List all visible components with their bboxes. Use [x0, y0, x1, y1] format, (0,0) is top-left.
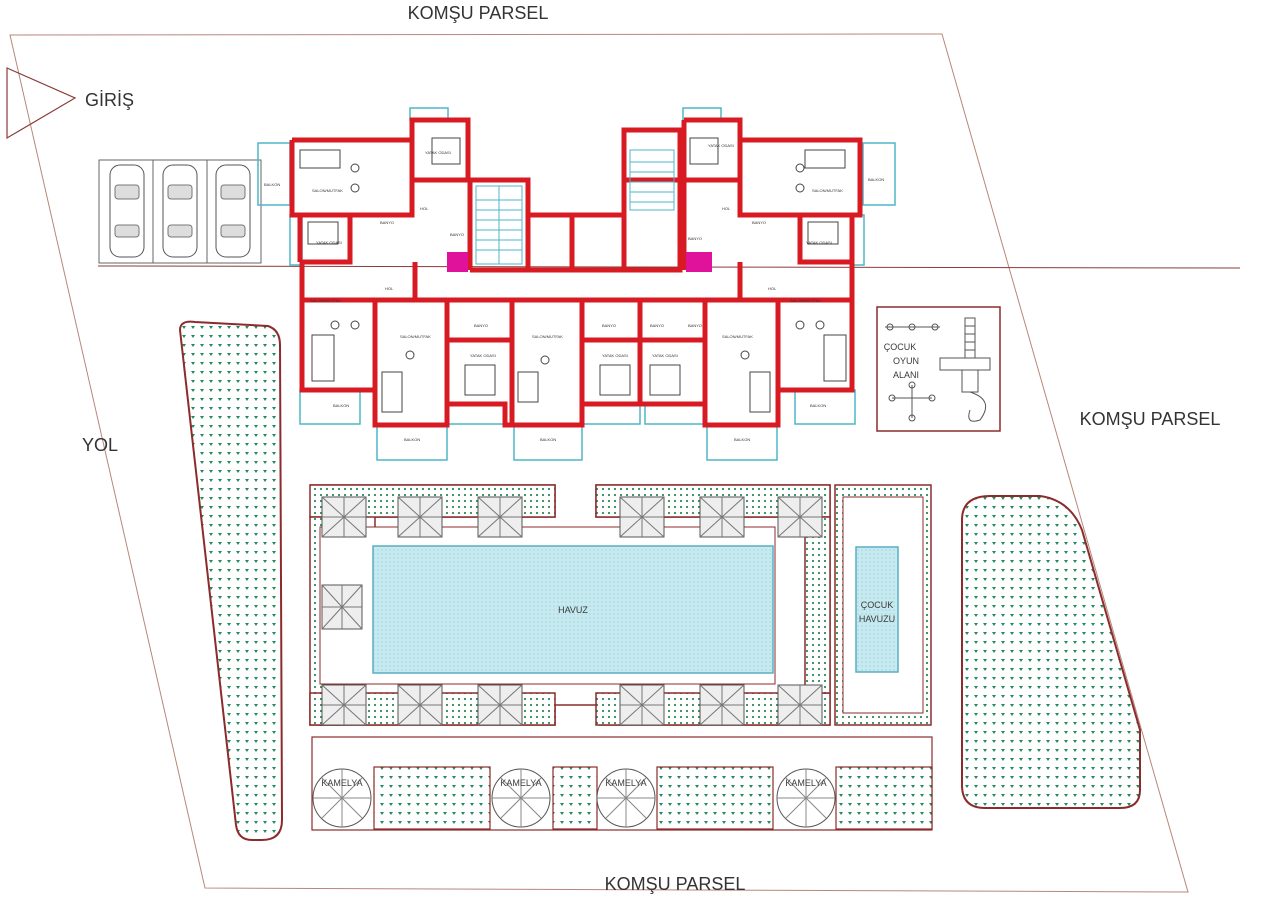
room-label: SALON/MUTFAK	[312, 188, 343, 193]
room-label: YATAK ODASI	[806, 240, 832, 245]
room-label: SALON/MUTFAK	[722, 334, 753, 339]
car-icon	[215, 164, 251, 258]
room-label: BALKON	[540, 437, 556, 442]
kamelya-area: KAMELYA KAMELYA KAMELYA KAMELYA	[311, 736, 933, 831]
room-label: BANYO	[688, 323, 702, 328]
garden-left	[178, 320, 284, 841]
room-label: YATAK ODASI	[602, 353, 628, 358]
room-label: HOL	[722, 206, 731, 211]
entrance-arrow	[6, 67, 77, 140]
room-label: SALON/MUTFAK	[310, 298, 341, 303]
child-pool-label: ÇOCUK	[861, 600, 894, 610]
room-label: BANYO	[450, 232, 464, 237]
room-label: SALON/MUTFAK	[812, 188, 843, 193]
kamelya-label: KAMELYA	[605, 778, 646, 788]
room-label: BANYO	[602, 323, 616, 328]
building: SALON/MUTFAK SALON/MUTFAK YATAK ODASI YA…	[257, 107, 896, 461]
car-icon	[162, 164, 198, 258]
garden-right	[961, 495, 1141, 809]
kamelya-label: KAMELYA	[500, 778, 541, 788]
room-label: YATAK ODASI	[316, 240, 342, 245]
room-label: SALON/MUTFAK	[790, 298, 821, 303]
parcel-boundary	[9, 33, 1189, 893]
shaft-right	[686, 252, 712, 272]
kamelya-1: KAMELYA	[312, 768, 372, 828]
room-label: YATAK ODASI	[425, 150, 451, 155]
room-label: BALKON	[810, 403, 826, 408]
kamelya-4: KAMELYA	[776, 768, 836, 828]
road-label: YOL	[82, 435, 118, 455]
room-label: BALKON	[404, 437, 420, 442]
playground-label: ALANI	[893, 370, 919, 380]
pool-label: HAVUZ	[558, 605, 588, 615]
room-label: BANYO	[752, 220, 766, 225]
car-icon	[109, 164, 145, 258]
neighbor-parcel-top: KOMŞU PARSEL	[408, 3, 549, 23]
room-label: BALKON	[734, 437, 750, 442]
room-label: BANYO	[380, 220, 394, 225]
child-pool	[855, 546, 899, 673]
room-label: HOL	[420, 206, 429, 211]
shaft-left	[447, 252, 468, 272]
room-label: YATAK ODASI	[470, 353, 496, 358]
room-label: BANYO	[474, 323, 488, 328]
room-label: BANYO	[650, 323, 664, 328]
sunbed-icons	[321, 496, 823, 726]
room-label: BALKON	[333, 403, 349, 408]
room-label: HOL	[768, 286, 777, 291]
pool-area: HAVUZ ÇOCUK HAVUZU	[309, 484, 932, 726]
playground: ÇOCUK OYUN ALANI	[876, 306, 1001, 432]
playground-label: ÇOCUK	[884, 342, 917, 352]
entrance-label: GİRİŞ	[85, 90, 134, 110]
neighbor-parcel-right: KOMŞU PARSEL	[1080, 409, 1221, 429]
neighbor-parcel-bottom: KOMŞU PARSEL	[605, 874, 746, 894]
room-labels: SALON/MUTFAK SALON/MUTFAK YATAK ODASI YA…	[264, 143, 884, 442]
room-label: HOL	[385, 286, 394, 291]
room-label: BANYO	[688, 236, 702, 241]
room-label: SALON/MUTFAK	[532, 334, 563, 339]
kamelya-label: KAMELYA	[321, 778, 362, 788]
room-label: SALON/MUTFAK	[400, 334, 431, 339]
parking-edge	[97, 265, 1241, 269]
room-label: BALKON	[868, 177, 884, 182]
parking-area	[98, 159, 262, 264]
playground-label: OYUN	[893, 356, 919, 366]
kamelya-3: KAMELYA	[596, 768, 656, 828]
child-pool-label: HAVUZU	[859, 614, 895, 624]
kamelya-label: KAMELYA	[785, 778, 826, 788]
kamelya-2: KAMELYA	[491, 768, 551, 828]
room-label: BALKON	[264, 182, 280, 187]
room-label: YATAK ODASI	[708, 143, 734, 148]
room-label: YATAK ODASI	[652, 353, 678, 358]
main-pool	[372, 545, 774, 674]
